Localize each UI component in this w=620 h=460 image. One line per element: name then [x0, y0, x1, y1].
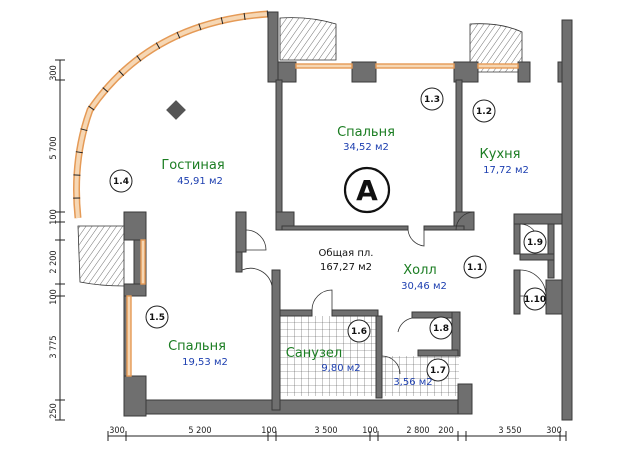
- door-living: [245, 229, 267, 251]
- tag-1-7: 1.7: [430, 366, 446, 376]
- bottom-dimension-label: 3 500: [314, 426, 337, 436]
- left-dimension-label: 100: [49, 289, 59, 304]
- room-tags: 1.4 1.3 1.2 1.1 1.5 1.6 1.8 1.7 1.9 1.10: [109, 87, 547, 382]
- left-dimension-label: 300: [49, 65, 59, 80]
- tag-1-1: 1.1: [467, 263, 483, 273]
- tag-1-3: 1.3: [424, 95, 440, 105]
- bottom-dimension-label: 100: [261, 426, 276, 436]
- hall-name: Холл: [403, 263, 436, 278]
- window-bedroom-small: [126, 295, 132, 377]
- closet-area: 3,56 м2: [393, 377, 432, 388]
- bedroom-small-area: 19,53 м2: [182, 357, 228, 368]
- bottom-dimension-label: 300: [546, 426, 561, 436]
- door-wc: [519, 269, 547, 297]
- balcony-left: [77, 225, 125, 287]
- door-closet: [381, 355, 401, 375]
- apartment-letter: A: [356, 174, 378, 207]
- tag-1-4: 1.4: [113, 177, 129, 187]
- living-room-name: Гостиная: [161, 158, 224, 173]
- left-dimension-label: 250: [49, 403, 59, 418]
- window-bedroom-2: [375, 63, 455, 69]
- balcony-top-left: [279, 17, 337, 61]
- left-dimension-label: 2 200: [49, 250, 59, 273]
- tag-1-8: 1.8: [433, 324, 449, 334]
- tag-1-5: 1.5: [149, 313, 165, 323]
- window-kitchen: [477, 63, 519, 69]
- bedroom-small-name: Спальня: [168, 339, 226, 354]
- tag-1-9: 1.9: [527, 238, 543, 248]
- column-icon: [166, 100, 186, 120]
- bottom-dimension-label: 200: [438, 426, 453, 436]
- left-dimensions: 300 5 700 100 2 200 100 3 775 250: [49, 59, 65, 421]
- total-area-value: 167,27 м2: [320, 262, 372, 273]
- bathroom-area: 9,80 м2: [321, 363, 360, 374]
- bottom-dimension-label: 3 550: [498, 426, 521, 436]
- left-dimension-label: 3 775: [49, 335, 59, 358]
- door-storage: [397, 317, 413, 333]
- kitchen-name: Кухня: [480, 147, 521, 162]
- bottom-dimension-label: 100: [362, 426, 377, 436]
- apartment-badge: [343, 166, 391, 214]
- window-balcony: [140, 239, 146, 285]
- door-bedroom-small: [241, 267, 273, 287]
- bathroom-name: Санузел: [286, 346, 342, 361]
- bottom-dimension-label: 2 800: [406, 426, 429, 436]
- tag-1-6: 1.6: [351, 327, 367, 337]
- walls: [123, 11, 573, 421]
- door-kitchen: [455, 211, 475, 231]
- bottom-dimension-label: 300: [109, 426, 124, 436]
- left-dimension-label: 5 700: [49, 136, 59, 159]
- left-dimension-label: 100: [49, 209, 59, 224]
- kitchen-area: 17,72 м2: [483, 165, 529, 176]
- tag-1-10: 1.10: [524, 295, 546, 305]
- hall-area: 30,46 м2: [401, 281, 447, 292]
- door-bathroom: [311, 289, 333, 311]
- tag-1-2: 1.2: [476, 107, 492, 117]
- living-room-area: 45,91 м2: [177, 176, 223, 187]
- window-bedroom: [295, 63, 353, 69]
- bedroom-name: Спальня: [337, 125, 395, 140]
- bedroom-area: 34,52 м2: [343, 142, 389, 153]
- total-area-label: Общая пл.: [319, 248, 374, 259]
- door-bedroom: [407, 229, 425, 247]
- bottom-dimensions: 300 5 200 100 3 500 100 2 800 200 3 550 300: [107, 426, 567, 441]
- bottom-dimension-label: 5 200: [188, 426, 211, 436]
